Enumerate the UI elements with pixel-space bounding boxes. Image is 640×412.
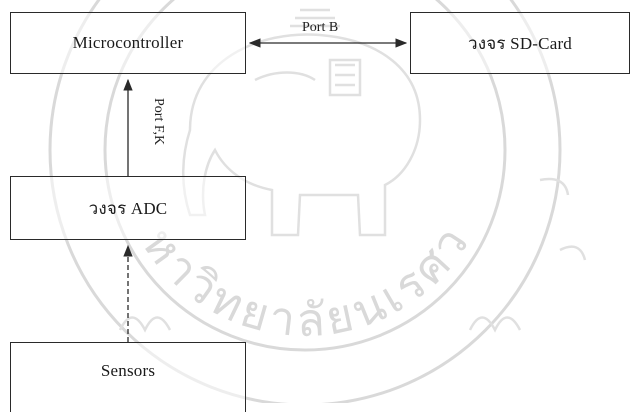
microcontroller-block: Microcontroller: [10, 12, 246, 74]
adc-label: วงจร ADC: [89, 195, 168, 222]
block-diagram: มหาวิทยาลัยนเรศวร มหาวิทยาลัยนเรศวร Micr…: [0, 0, 640, 403]
sd-card-label: วงจร SD-Card: [468, 30, 572, 57]
port-fk-label: Port F,K: [150, 98, 166, 145]
sensors-label: Sensors: [101, 361, 155, 381]
port-b-label: Port B: [302, 20, 338, 36]
adc-block: วงจร ADC: [10, 176, 246, 240]
sensors-block: Sensors: [10, 342, 246, 412]
sd-card-block: วงจร SD-Card: [410, 12, 630, 74]
microcontroller-label: Microcontroller: [73, 33, 184, 53]
